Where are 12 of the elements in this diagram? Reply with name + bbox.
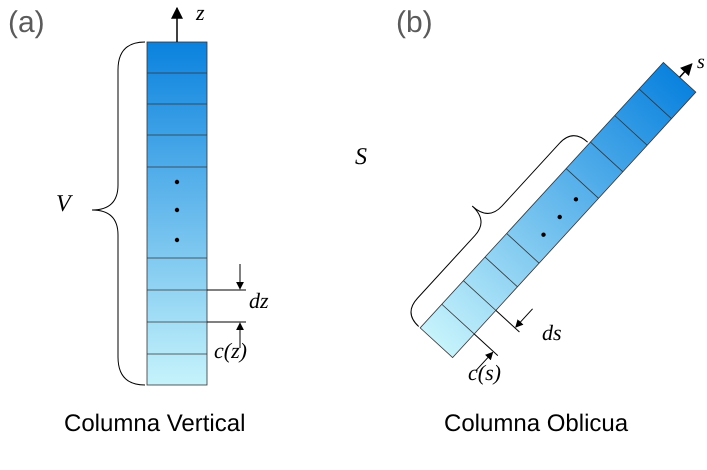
caption-label: Columna Oblicua <box>444 412 628 436</box>
brace-label: V <box>56 192 71 216</box>
variable-label: c(s) <box>468 362 501 384</box>
panel-label: (a) <box>8 8 45 38</box>
panel-label: (b) <box>396 8 433 38</box>
dimension-label: dz <box>249 290 269 312</box>
brace-label: S <box>355 145 367 169</box>
axis-label: s <box>697 52 705 72</box>
variable-label: c(z) <box>214 340 247 362</box>
dimension-label: ds <box>542 322 562 344</box>
caption-label: Columna Vertical <box>64 412 246 436</box>
axis-label: z <box>196 2 205 24</box>
